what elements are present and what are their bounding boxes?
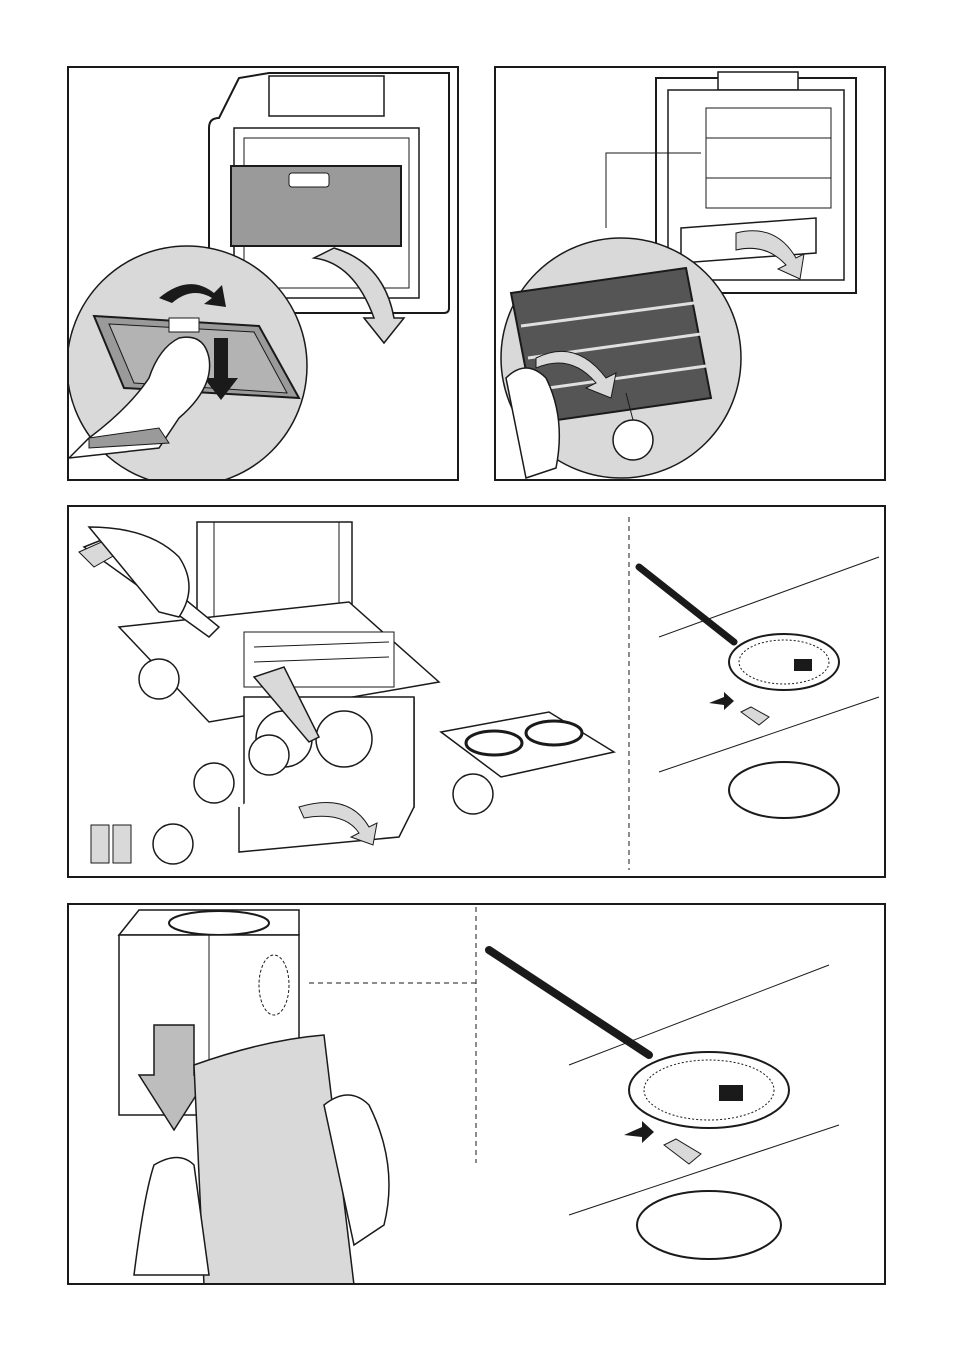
left-arrow-icon [624,1121,654,1143]
lamp-switch [719,1085,743,1101]
callout-circle [613,420,653,460]
screw-icon [91,825,109,863]
callout-circle [139,659,179,699]
motor-right [316,711,372,767]
panel-filter-removal [67,66,459,481]
chimney-cover [194,1035,354,1285]
lamp-bulb-icon [741,707,769,725]
left-arrow-icon [709,692,734,710]
callout-circle [453,774,493,814]
charcoal-filter-illustration [496,68,886,481]
hand-icon [89,527,189,617]
callout-circle [153,824,193,864]
chimney-top [269,76,384,116]
screw-icon [113,825,131,863]
panel-motor-access [67,505,886,878]
callout-circle [194,763,234,803]
hand-icon [134,1158,209,1276]
motor-access-illustration [69,507,886,878]
lamp-switch [794,659,812,671]
filter-removal-illustration [69,68,459,481]
lamp-lens [637,1191,781,1259]
screwdriver-icon [489,950,649,1055]
panel-charcoal-filter [494,66,886,481]
filter-handle [289,173,329,187]
panel-chimney-cover [67,903,886,1285]
chimney-cover-illustration [69,905,886,1285]
lamp-lens [729,762,839,818]
lamp-bulb-icon [664,1139,701,1164]
callout-circle [249,735,289,775]
screwdriver-icon [639,567,734,642]
